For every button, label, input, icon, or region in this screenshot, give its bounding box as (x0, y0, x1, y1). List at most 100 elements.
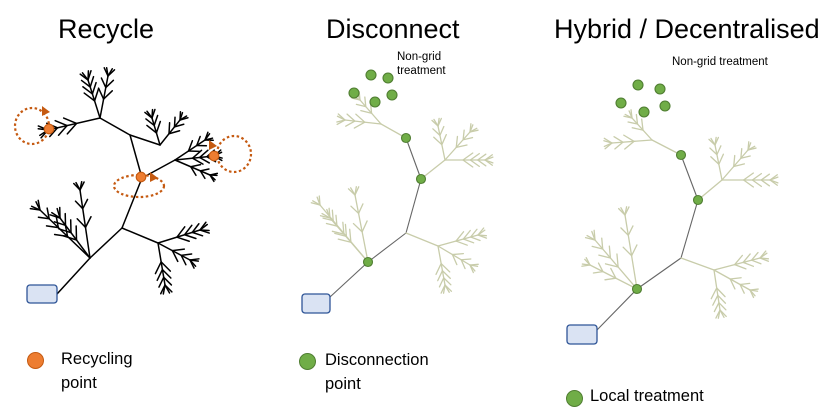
disconnection-point (415, 173, 427, 185)
main-pipe (99, 117, 131, 136)
twig-pipe (749, 289, 759, 292)
twig-pipe (710, 287, 718, 300)
twig-pipe (171, 248, 186, 252)
twig-pipe (322, 217, 334, 222)
main-pipe (129, 134, 143, 179)
twig-pipe (168, 122, 171, 135)
twig-pipe (162, 284, 166, 295)
twig-pipe (53, 221, 67, 227)
branch-pipe (359, 99, 382, 125)
twig-pipe (477, 229, 486, 236)
twig-pipe (747, 142, 752, 151)
disconnect-title: Disconnect (326, 14, 460, 44)
main-pipe (89, 227, 123, 259)
twig-pipe (742, 179, 755, 188)
twig-pipe (591, 230, 596, 241)
twig-pipe (469, 152, 480, 161)
branch-pipe (405, 232, 439, 247)
twig-pipe (751, 179, 763, 188)
branch-pipe (420, 159, 446, 180)
twig-pipe (470, 236, 481, 242)
main-pipe (56, 257, 91, 295)
twig-pipe (189, 259, 197, 267)
twig-pipe (604, 277, 617, 281)
twig-pipe (168, 130, 181, 135)
disconnect-network (301, 69, 494, 314)
disconnection-point-legend-icon (299, 353, 316, 370)
non-grid-treatment-note-hybrid: Non-grid treatment (672, 56, 768, 68)
branch-pipe (611, 139, 653, 144)
twig-pipe (597, 262, 604, 273)
twig-pipe (455, 135, 459, 149)
twig-pipe (164, 284, 171, 294)
twig-pipe (613, 136, 624, 143)
twig-pipe (484, 159, 494, 164)
twig-pipe (344, 223, 348, 238)
twig-pipe (433, 118, 439, 127)
main-pipe (636, 257, 682, 290)
twig-pipe (733, 154, 736, 168)
twig-pipe (484, 156, 494, 161)
branch-pipe (151, 117, 161, 146)
twig-pipe (709, 147, 718, 156)
non-grid-treatment-unit (365, 69, 377, 81)
twig-pipe (739, 282, 751, 286)
twig-pipe (325, 222, 338, 227)
twig-pipe (441, 133, 447, 146)
twig-pipe (455, 144, 468, 149)
twig-pipe (176, 226, 186, 238)
branch-pipe (437, 125, 446, 161)
twig-pipe (469, 264, 476, 272)
twig-pipe (209, 174, 216, 181)
twig-pipe (64, 222, 69, 238)
main-pipe (367, 232, 407, 263)
twig-pipe (76, 218, 87, 229)
twig-pipe (357, 203, 364, 215)
twig-pipe (189, 259, 200, 262)
twig-pipe (462, 152, 474, 161)
twig-pipe (433, 136, 443, 146)
branch-pipe (99, 75, 109, 119)
twig-pipe (146, 124, 158, 134)
twig-pipe (204, 137, 214, 141)
legend-line-2: point (325, 375, 361, 393)
twig-pipe (477, 234, 488, 237)
non-grid-treatment-note: Non-grid treatment (397, 50, 446, 78)
twig-pipe (312, 200, 321, 206)
twig-pipe (460, 258, 472, 261)
twig-pipe (620, 227, 629, 237)
local-treatment-point (631, 283, 643, 295)
twig-pipe (199, 170, 206, 180)
branch-pipe (354, 194, 369, 263)
twig-pipe (183, 234, 197, 240)
twig-pipe (89, 75, 95, 88)
branch-pipe (697, 179, 723, 201)
twig-pipe (353, 121, 366, 129)
twig-pipe (477, 159, 487, 167)
twig-pipe (349, 228, 352, 243)
twig-pipe (759, 252, 768, 259)
non-grid-treatment-unit (659, 100, 671, 112)
twig-pipe (750, 259, 762, 265)
twig-pipe (586, 234, 596, 241)
twig-pipe (321, 212, 331, 219)
branch-pipe (589, 264, 638, 290)
branch-pipe (713, 257, 761, 271)
twig-pipe (592, 270, 604, 274)
twig-pipe (354, 186, 357, 196)
branch-pipe (174, 139, 206, 161)
twig-pipe (346, 113, 356, 122)
twig-pipe (623, 134, 635, 143)
twig-pipe (180, 253, 193, 257)
twig-pipe (718, 153, 725, 165)
twig-pipe (441, 270, 451, 280)
twig-pipe (105, 79, 115, 89)
twig-pipe (350, 205, 360, 215)
branch-pipe (444, 131, 471, 161)
twig-pipe (469, 124, 474, 133)
recycle-arrow-icon (209, 140, 217, 150)
twig-pipe (603, 142, 613, 148)
twig-pipe (455, 240, 468, 246)
twig-pipe (355, 113, 366, 123)
twig-pipe (624, 206, 628, 216)
